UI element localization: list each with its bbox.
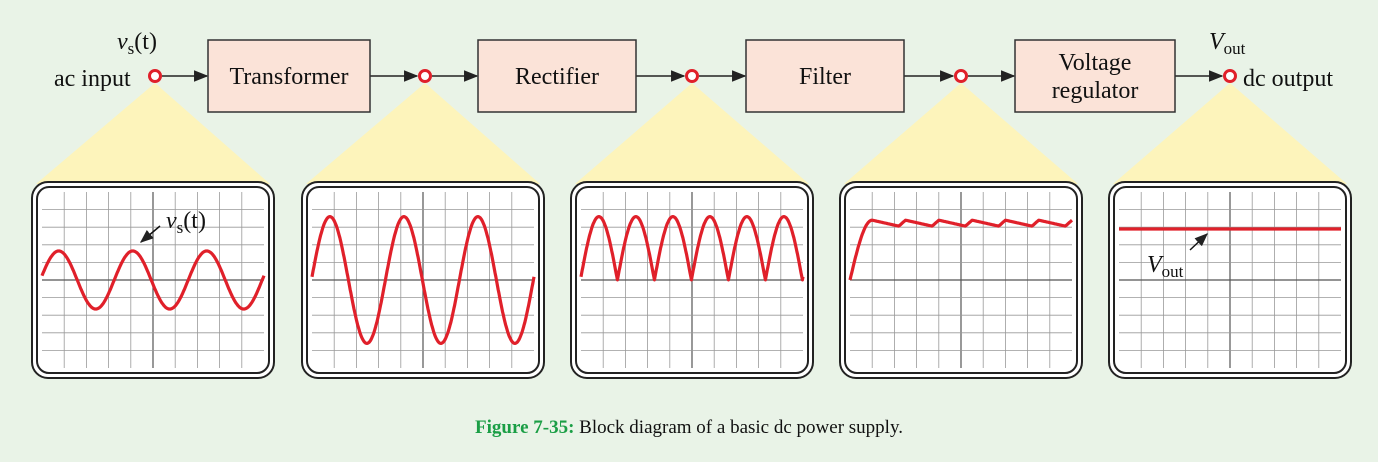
node-layer (148, 69, 1237, 83)
block-label: regulator (1052, 78, 1139, 104)
scope-layer: vs(t) Vout (31, 181, 1352, 379)
caption-text: Block diagram of a basic dc power supply… (579, 417, 903, 438)
beam-cone (1113, 83, 1347, 184)
block-rectifier: Rectifier (477, 39, 637, 113)
annotation-arrow (1189, 233, 1208, 251)
block-label: Transformer (229, 64, 348, 90)
label-layer: vs(t) ac input Vout dc output (54, 29, 1333, 92)
waveform-trace (579, 215, 805, 282)
block-box (745, 39, 905, 113)
block-transformer: Transformer (207, 39, 371, 113)
block-box (477, 39, 637, 113)
beam-cone (575, 83, 809, 184)
scope-annotation-label: Vout (1147, 252, 1184, 281)
scope-2 (301, 181, 545, 379)
node-icon (418, 69, 432, 83)
block-layer: Transformer Rectifier Filter Voltageregulat… (207, 39, 1176, 113)
output-signal-label: Vout (1209, 29, 1246, 58)
scope-4 (839, 181, 1083, 379)
beam-cone (844, 83, 1078, 184)
input-text: ac input (54, 66, 131, 92)
beam-cone (306, 83, 540, 184)
node-icon (685, 69, 699, 83)
scope-5: Vout (1108, 181, 1352, 379)
scope-1: vs(t) (31, 181, 275, 379)
input-signal-label: vs(t) (117, 29, 157, 58)
block-box (1014, 39, 1176, 113)
output-text: dc output (1243, 66, 1333, 92)
node-icon (954, 69, 968, 83)
waveform-trace (848, 218, 1074, 281)
beam-layer (36, 83, 1347, 184)
block-box (207, 39, 371, 113)
beam-cone (36, 83, 270, 184)
block-label: Filter (799, 64, 851, 90)
node-icon (1223, 69, 1237, 83)
block-label: Voltage (1059, 50, 1132, 76)
block-label: Rectifier (515, 64, 599, 90)
annotation-arrow (139, 225, 161, 243)
caption-label: Figure 7-35: (475, 417, 575, 438)
scope-3 (570, 181, 814, 379)
waveform-trace (40, 249, 266, 311)
waveform-trace (310, 215, 536, 345)
block-filter: Filter (745, 39, 905, 113)
node-icon (148, 69, 162, 83)
diagram-canvas: vs(t) Vout Transformer Rectifier Filter Volt… (31, 29, 1352, 379)
scope-annotation-label: vs(t) (166, 208, 206, 237)
figure-caption: Figure 7-35: Block diagram of a basic dc… (0, 417, 1378, 439)
